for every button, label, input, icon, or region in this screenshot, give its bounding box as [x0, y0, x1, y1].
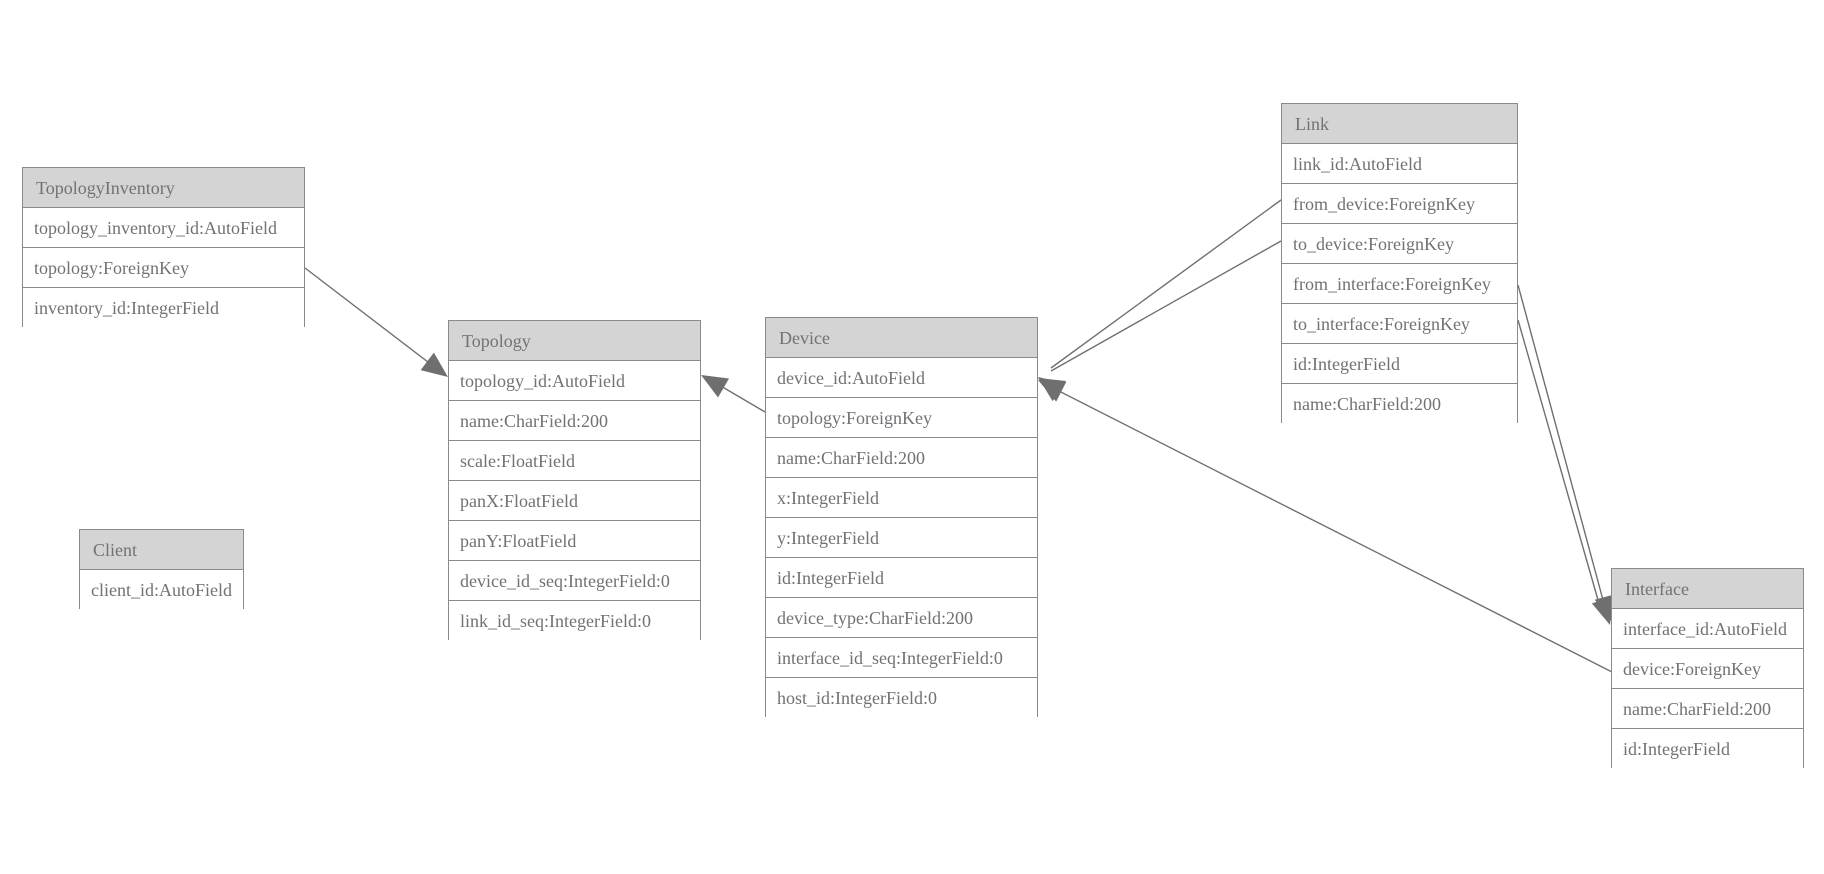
- entity-field-row[interactable]: topology_id:AutoField: [449, 361, 700, 401]
- entity-title: Client: [80, 530, 243, 570]
- entity-title: TopologyInventory: [23, 168, 304, 208]
- entity-field-row[interactable]: device_id_seq:IntegerField:0: [449, 561, 700, 601]
- entity-field-row[interactable]: x:IntegerField: [766, 478, 1037, 518]
- entity-field-row[interactable]: name:CharField:200: [1612, 689, 1803, 729]
- entity-field-row[interactable]: device_type:CharField:200: [766, 598, 1037, 638]
- edge-device-to-topology: [713, 381, 766, 413]
- entity-field-row[interactable]: id:IntegerField: [1282, 344, 1517, 384]
- edge-link-from-interface: [1517, 284, 1604, 601]
- entity-field-row[interactable]: inventory_id:IntegerField: [23, 288, 304, 328]
- entity-field-row[interactable]: from_interface:ForeignKey: [1282, 264, 1517, 304]
- entity-field-row[interactable]: panX:FloatField: [449, 481, 700, 521]
- entity-field-row[interactable]: id:IntegerField: [766, 558, 1037, 598]
- entity-field-row[interactable]: to_interface:ForeignKey: [1282, 304, 1517, 344]
- entity-field-row[interactable]: id:IntegerField: [1612, 729, 1803, 769]
- entity-field-row[interactable]: interface_id_seq:IntegerField:0: [766, 638, 1037, 678]
- entity-field-row[interactable]: host_id:IntegerField:0: [766, 678, 1037, 718]
- entity-field-row[interactable]: panY:FloatField: [449, 521, 700, 561]
- entity-title: Link: [1282, 104, 1517, 144]
- entity-title: Interface: [1612, 569, 1803, 609]
- entity-title: Device: [766, 318, 1037, 358]
- entity-field-row[interactable]: device:ForeignKey: [1612, 649, 1803, 689]
- entity-field-row[interactable]: interface_id:AutoField: [1612, 609, 1803, 649]
- entity-field-row[interactable]: device_id:AutoField: [766, 358, 1037, 398]
- entity-field-row[interactable]: client_id:AutoField: [80, 570, 243, 610]
- edge-interface-to-device: [1052, 387, 1613, 673]
- edge-link-from-device: [1050, 199, 1282, 369]
- edge-link-to-device: [1050, 240, 1282, 372]
- entity-field-row[interactable]: link_id_seq:IntegerField:0: [449, 601, 700, 641]
- entity-field-row[interactable]: topology_inventory_id:AutoField: [23, 208, 304, 248]
- entity-field-row[interactable]: to_device:ForeignKey: [1282, 224, 1517, 264]
- entity-field-row[interactable]: from_device:ForeignKey: [1282, 184, 1517, 224]
- entity-field-row[interactable]: topology:ForeignKey: [23, 248, 304, 288]
- edge-topologyinventory-to-topology: [304, 267, 442, 373]
- entity-field-row[interactable]: name:CharField:200: [449, 401, 700, 441]
- entity-field-row[interactable]: name:CharField:200: [1282, 384, 1517, 424]
- entity-field-row[interactable]: topology:ForeignKey: [766, 398, 1037, 438]
- entity-field-row[interactable]: name:CharField:200: [766, 438, 1037, 478]
- entity-field-row[interactable]: link_id:AutoField: [1282, 144, 1517, 184]
- entity-field-row[interactable]: scale:FloatField: [449, 441, 700, 481]
- entity-title: Topology: [449, 321, 700, 361]
- entity-field-row[interactable]: y:IntegerField: [766, 518, 1037, 558]
- edge-link-to-interface: [1517, 319, 1599, 601]
